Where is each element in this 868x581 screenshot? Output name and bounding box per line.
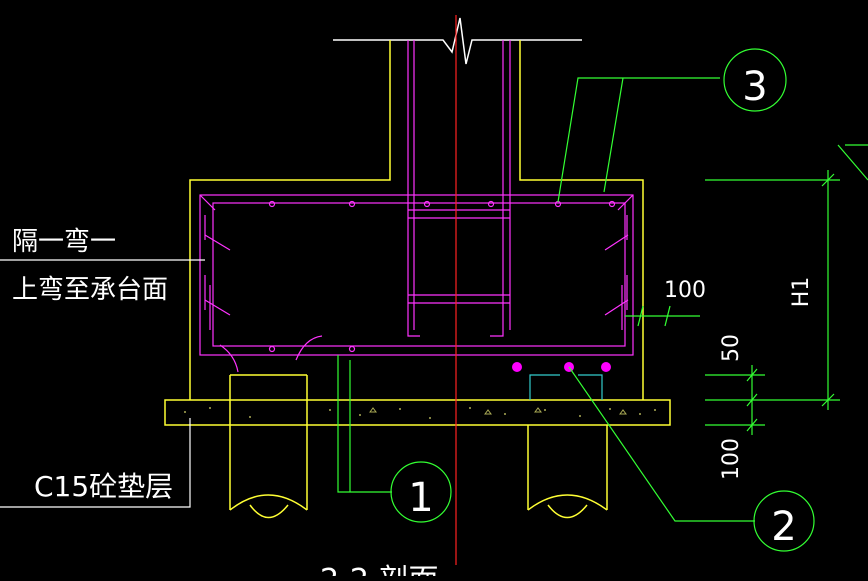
dim-bottom-gap-label: 50 xyxy=(719,334,744,362)
pile-left xyxy=(229,374,308,519)
cushion-layer xyxy=(164,399,671,426)
dim-h1-label: H1 xyxy=(789,277,814,308)
dim-cushion-thickness-label: 100 xyxy=(719,438,744,480)
pile-cap-outline xyxy=(189,40,644,400)
dimension-lines xyxy=(625,144,868,435)
svg-text:上弯至承台面: 上弯至承台面 xyxy=(12,275,168,305)
rebar-cage xyxy=(199,40,634,373)
svg-text:1: 1 xyxy=(408,475,433,521)
rebar-dots xyxy=(268,200,616,353)
svg-text:3: 3 xyxy=(742,64,767,110)
svg-text:100: 100 xyxy=(719,438,744,480)
section-title: 2-2 剖面 xyxy=(320,563,439,581)
callout-1: 1 xyxy=(390,461,452,523)
svg-text:隔一弯一: 隔一弯一 xyxy=(12,227,116,257)
svg-text:2-2 剖面: 2-2 剖面 xyxy=(320,563,439,576)
leader-lines xyxy=(337,77,755,522)
note-leaders xyxy=(0,259,205,508)
svg-text:50: 50 xyxy=(719,334,744,362)
bottom-bar-markers xyxy=(512,362,611,400)
dim-side-cover-label: 100 xyxy=(664,278,706,303)
bend-note: 隔一弯一 上弯至承台面 xyxy=(12,227,168,305)
svg-text:2: 2 xyxy=(771,504,796,550)
svg-text:100: 100 xyxy=(664,278,706,303)
svg-text:H1: H1 xyxy=(789,277,814,308)
callout-3: 3 xyxy=(723,48,787,112)
svg-text:C15砼垫层: C15砼垫层 xyxy=(34,470,173,503)
callout-2: 2 xyxy=(753,490,815,552)
pile-right xyxy=(527,425,608,519)
break-line xyxy=(333,17,582,65)
cushion-label: C15砼垫层 xyxy=(34,470,173,503)
